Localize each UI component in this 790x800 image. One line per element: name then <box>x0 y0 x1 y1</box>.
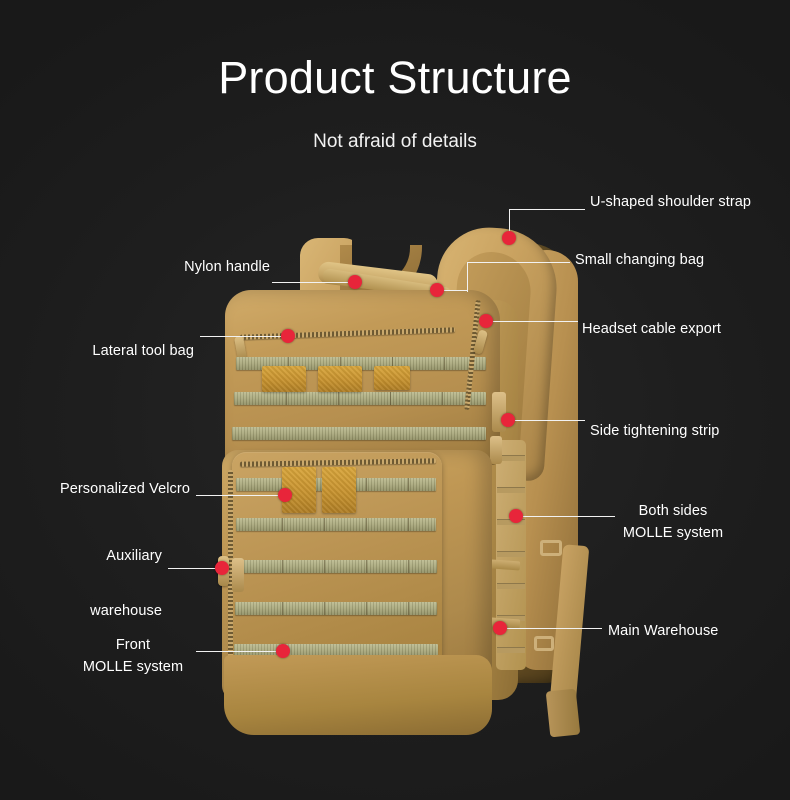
callout-dot-front-molle-system[interactable] <box>276 644 290 658</box>
leader-line-both-sides-molle-system <box>516 516 615 517</box>
molle-stitch <box>408 478 409 491</box>
callout-dot-nylon-handle[interactable] <box>348 275 362 289</box>
page-subtitle: Not afraid of details <box>313 131 477 152</box>
side-tightening-tab <box>490 436 502 464</box>
molle-stitch <box>366 560 367 573</box>
molle-stitch <box>408 518 409 531</box>
leader-line-main-warehouse <box>500 628 602 629</box>
bag-bottom-base <box>224 655 492 735</box>
side-molle-row <box>497 455 525 461</box>
molle-webbing-row <box>232 427 486 440</box>
molle-webbing-row <box>234 392 486 405</box>
callout-label-u-shaped-shoulder-strap: U-shaped shoulder strap <box>590 194 752 210</box>
callout-label-both-sides-molle-system: Both sides MOLLE system <box>622 503 724 541</box>
leader-line-lateral-tool-bag <box>200 336 288 337</box>
leader-line-small-changing-bag <box>437 290 467 291</box>
callout-label-nylon-handle: Nylon handle <box>184 259 270 275</box>
molle-webbing-row <box>236 518 436 531</box>
callout-label-small-changing-bag: Small changing bag <box>575 252 705 268</box>
leader-line-small-changing-bag <box>467 262 570 263</box>
molle-stitch <box>282 518 283 531</box>
molle-stitch <box>286 392 287 405</box>
molle-stitch <box>408 602 409 615</box>
molle-stitch <box>282 560 283 573</box>
callout-dot-auxiliary-warehouse[interactable] <box>215 561 229 575</box>
molle-stitch <box>392 357 393 370</box>
molle-stitch <box>340 357 341 370</box>
molle-webbing-row <box>235 602 437 615</box>
callout-label-main-warehouse: Main Warehouse <box>608 623 719 639</box>
leader-line-personalized-velcro <box>196 495 285 496</box>
molle-stitch <box>324 602 325 615</box>
callout-label-personalized-velcro: Personalized Velcro <box>59 481 190 497</box>
callout-dot-side-tightening-strip[interactable] <box>501 413 515 427</box>
molle-stitch <box>390 392 391 405</box>
callout-dot-lateral-tool-bag[interactable] <box>281 329 295 343</box>
velcro-patch <box>374 366 410 390</box>
strap-buckle <box>540 540 562 556</box>
page-title: Product Structure <box>218 52 572 103</box>
leader-line-auxiliary-warehouse <box>168 568 222 569</box>
molle-stitch <box>338 392 339 405</box>
shoulder-strap-hanging-end <box>545 688 581 738</box>
velcro-patch <box>318 366 362 392</box>
molle-webbing-row <box>235 560 437 573</box>
molle-stitch <box>282 602 283 615</box>
callout-label-headset-cable-export: Headset cable export <box>582 321 722 337</box>
molle-stitch <box>366 602 367 615</box>
callout-dot-headset-cable-export[interactable] <box>479 314 493 328</box>
molle-stitch <box>408 560 409 573</box>
leader-line-small-changing-bag <box>467 262 468 292</box>
molle-stitch <box>324 518 325 531</box>
callout-label-side-tightening-strip: Side tightening strip <box>590 423 720 439</box>
callout-dot-u-shaped-shoulder-strap[interactable] <box>502 231 516 245</box>
callout-dot-main-warehouse[interactable] <box>493 621 507 635</box>
callout-dot-small-changing-bag[interactable] <box>430 283 444 297</box>
callout-dot-both-sides-molle-system[interactable] <box>509 509 523 523</box>
leader-line-nylon-handle <box>272 282 355 283</box>
side-molle-row <box>497 647 525 653</box>
molle-stitch <box>288 357 289 370</box>
callout-label-front-molle-system: Front MOLLE system <box>82 637 184 675</box>
velcro-patch <box>262 366 306 392</box>
velcro-patch-personalized <box>322 467 356 513</box>
leader-line-side-tightening-strip <box>508 420 585 421</box>
strap-buckle <box>534 636 554 651</box>
callout-dot-personalized-velcro[interactable] <box>278 488 292 502</box>
callout-label-lateral-tool-bag: Lateral tool bag <box>92 343 194 359</box>
side-molle-row <box>497 583 525 589</box>
auxiliary-warehouse-zipper <box>228 470 233 670</box>
side-molle-row <box>497 551 525 557</box>
molle-stitch <box>366 518 367 531</box>
molle-stitch <box>442 392 443 405</box>
molle-stitch <box>444 357 445 370</box>
leader-line-headset-cable-export <box>486 321 578 322</box>
leader-line-u-shaped-shoulder-strap <box>509 209 510 239</box>
molle-stitch <box>366 478 367 491</box>
molle-stitch <box>324 560 325 573</box>
auxiliary-warehouse-tab <box>232 558 244 592</box>
leader-line-u-shaped-shoulder-strap <box>509 209 585 210</box>
leader-line-front-molle-system <box>196 651 283 652</box>
callout-label-auxiliary-warehouse: Auxiliary warehouse <box>90 548 162 620</box>
side-molle-row <box>497 487 525 493</box>
